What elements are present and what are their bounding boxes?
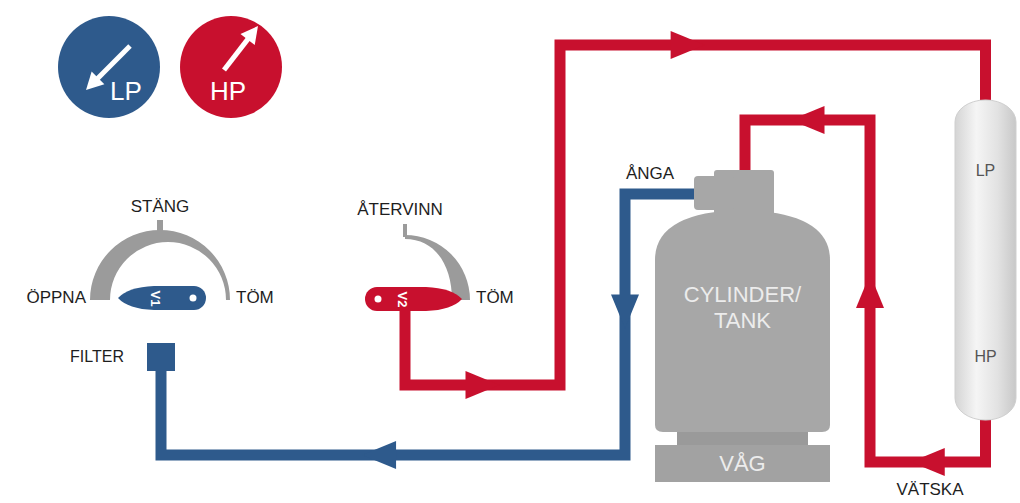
vapor-line	[161, 194, 694, 469]
cylinder-body	[655, 210, 830, 432]
node-outline	[58, 16, 160, 118]
node-text: FILTER	[70, 349, 124, 365]
flow-arrowhead	[671, 31, 705, 59]
node-text: CYLINDER/ TANK	[668, 282, 818, 333]
flow-arrowhead	[611, 294, 639, 328]
gauge-face	[58, 16, 160, 118]
part-label: STÄNG	[131, 198, 190, 217]
recovery-cylinder: CYLINDER/ TANK	[652, 170, 833, 445]
vapor-port	[694, 176, 734, 210]
filter-unit: FILTER	[70, 343, 175, 371]
gauge-needle-head	[86, 72, 104, 90]
node-outline	[955, 100, 1016, 420]
valve-handle: V2	[365, 287, 462, 311]
low-pressure-gauge: LP	[58, 16, 160, 118]
handle-dot	[190, 295, 197, 302]
node-text: V1	[149, 290, 162, 306]
part-label: ÅTERVINN	[357, 201, 443, 220]
condenser-body	[955, 100, 1016, 420]
node-text: LP	[110, 78, 142, 104]
node-text: HP	[210, 78, 246, 104]
part-label: TÖM	[476, 289, 514, 308]
dial-tick	[403, 224, 407, 237]
node-text: V2	[396, 291, 409, 307]
gauge-needle-head	[240, 26, 258, 45]
pipe-line	[161, 194, 694, 455]
part-label: VÄTSKA	[896, 481, 963, 500]
valve-handle: V1	[118, 286, 206, 310]
handle-dot	[375, 296, 382, 303]
condenser-cylinder: LP HP	[955, 100, 1016, 420]
part-label: TÖM	[236, 289, 274, 308]
flow-arrowhead	[791, 106, 825, 134]
gauge-needle	[97, 46, 130, 79]
valve-handle-shape	[118, 286, 206, 310]
flow-arrowhead	[466, 371, 500, 399]
flow-arrowhead	[911, 448, 945, 476]
scale-base: VÅG	[655, 445, 830, 482]
node-text: VÅG	[719, 453, 765, 475]
part-label: ÅNGA	[626, 165, 674, 184]
flow-arrowhead	[856, 274, 884, 308]
gauge-needle	[224, 38, 249, 70]
filter-square	[147, 343, 175, 371]
dial-tick	[157, 220, 163, 232]
node-text: LP	[976, 162, 996, 180]
gauge-face	[180, 16, 282, 118]
node-text: HP	[974, 348, 996, 366]
node-outline	[365, 287, 462, 311]
part-label: ÖPPNA	[26, 289, 86, 308]
valve-handle-shape	[365, 287, 462, 311]
high-pressure-gauge: HP	[180, 16, 282, 118]
flow-arrowhead	[362, 441, 396, 469]
